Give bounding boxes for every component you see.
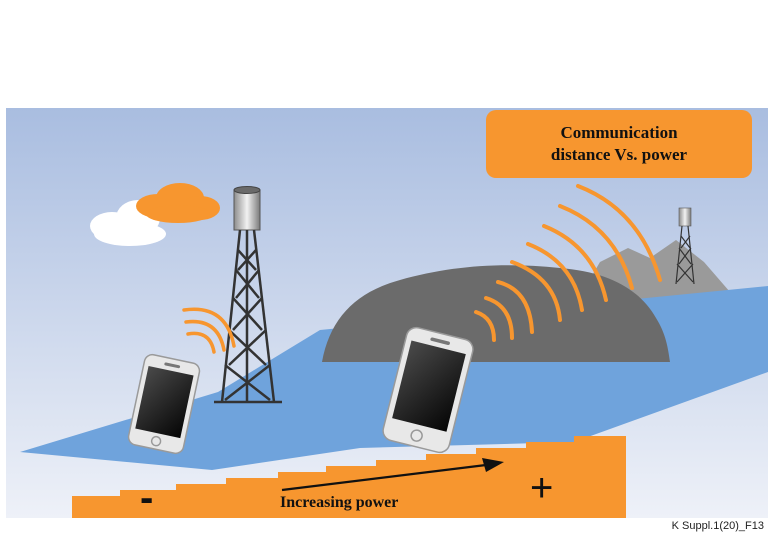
figure-reference: K Suppl.1(20)_F13 — [671, 520, 764, 532]
cell-tower-icon — [675, 207, 695, 285]
increasing-power-label: Increasing power — [280, 494, 399, 511]
signal-wave-icon — [182, 307, 236, 354]
smartphone-icon — [127, 353, 201, 455]
cell-tower-icon — [214, 186, 282, 404]
arrow-icon — [281, 458, 504, 492]
power-stairs — [72, 436, 626, 518]
minus-sign: - — [140, 476, 154, 520]
callout-box: Communication distance Vs. power — [486, 110, 752, 178]
callout-title-line2: distance Vs. power — [550, 145, 688, 164]
signal-wave-icon — [474, 184, 662, 342]
callout-title-line1: Communication — [560, 123, 678, 142]
smartphone-icon — [382, 326, 474, 454]
plus-sign: + — [530, 466, 554, 510]
cloud-icon — [90, 183, 220, 246]
